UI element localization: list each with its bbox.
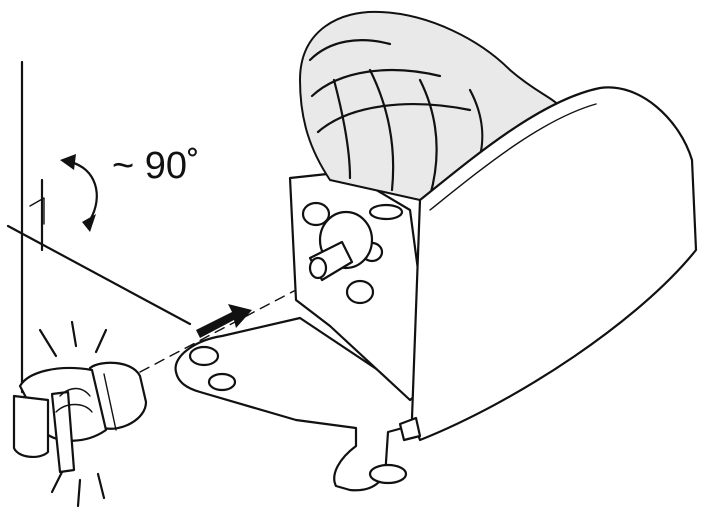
base-plate: [174, 316, 438, 492]
retaining-tab: [398, 416, 422, 442]
connector-plug: [12, 361, 148, 474]
speaker-shroud: [410, 86, 698, 442]
wall-surface: [6, 60, 192, 394]
click-sound-marks: [38, 320, 108, 508]
rotation-arrow-icon: [60, 154, 98, 232]
angle-label: ~ 90˚: [112, 145, 200, 187]
insert-direction-arrow-icon: [196, 304, 252, 338]
mounting-bracket: [288, 170, 422, 402]
